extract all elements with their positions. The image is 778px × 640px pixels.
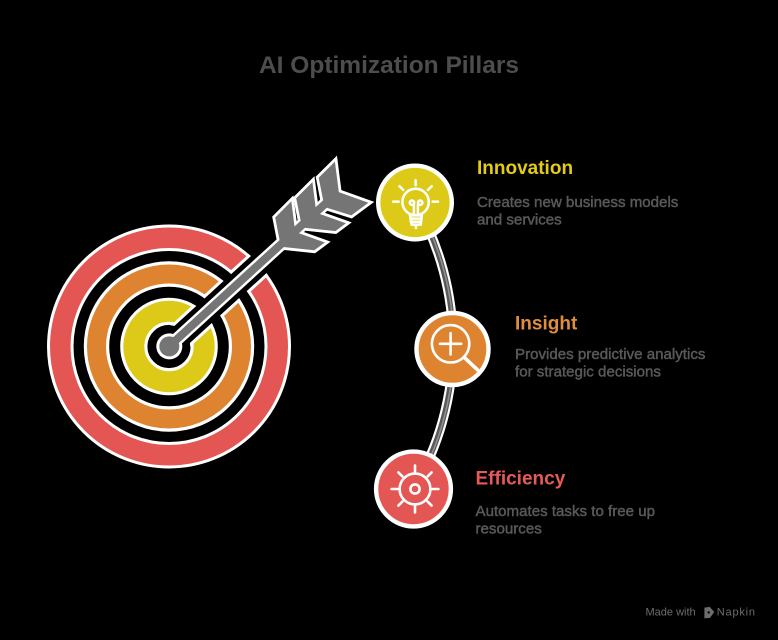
svg-text:Provides predictive analytics: Provides predictive analytics bbox=[515, 346, 705, 363]
svg-text:resources: resources bbox=[476, 521, 542, 538]
svg-text:and services: and services bbox=[477, 212, 562, 229]
svg-text:Creates new business models: Creates new business models bbox=[477, 194, 678, 211]
svg-text:Efficiency: Efficiency bbox=[476, 469, 566, 490]
svg-text:Napkin: Napkin bbox=[717, 606, 756, 618]
svg-text:Automates tasks to free up: Automates tasks to free up bbox=[476, 503, 656, 520]
svg-text:Insight: Insight bbox=[515, 313, 578, 334]
svg-text:AI Optimization Pillars: AI Optimization Pillars bbox=[259, 52, 519, 79]
svg-text:Made with: Made with bbox=[646, 606, 696, 618]
svg-text:for strategic decisions: for strategic decisions bbox=[515, 364, 661, 381]
svg-text:Innovation: Innovation bbox=[477, 158, 573, 179]
